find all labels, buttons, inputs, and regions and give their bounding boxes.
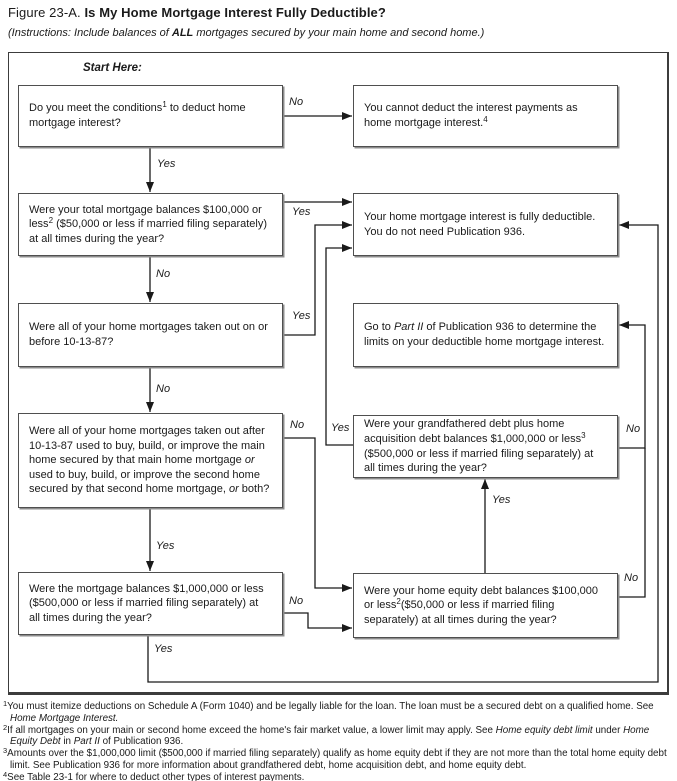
label-total-yes: Yes xyxy=(292,206,311,218)
label-grandfathered-no: No xyxy=(626,423,641,435)
start-here-label: Start Here: xyxy=(83,62,142,74)
label-conditions-no: No xyxy=(289,96,304,108)
box-question-million-balances: Were the mortgage balances $1,000,000 or… xyxy=(18,572,283,635)
label-million-no: No xyxy=(289,595,304,607)
label-total-no: No xyxy=(156,268,171,280)
footnote-1: 1You must itemize deductions on Schedule… xyxy=(3,699,654,724)
flowchart-frame xyxy=(8,52,669,695)
box-question-conditions: Do you meet the conditions1 to deduct ho… xyxy=(18,85,283,147)
footnote-2: 2If all mortgages on your main or second… xyxy=(3,722,650,748)
box-question-home-equity: Were your home equity debt balances $100… xyxy=(353,573,618,638)
box-question-home-equity-text: Were your home equity debt balances $100… xyxy=(364,584,599,626)
box-question-after-101387-text: Were all of your home mortgages taken ou… xyxy=(29,425,270,496)
label-before87-no: No xyxy=(156,383,171,395)
label-before87-yes: Yes xyxy=(292,310,311,322)
footnote-3: 3Amounts over the $1,000,000 limit ($500… xyxy=(3,746,667,771)
box-question-grandfathered-debt-text: Were your grandfathered debt plus home a… xyxy=(364,418,594,475)
box-go-to-part2: Go to Part II of Publication 936 to dete… xyxy=(353,303,618,367)
label-after87-no: No xyxy=(290,419,305,431)
box-cannot-deduct-text: You cannot deduct the interest payments … xyxy=(364,102,578,129)
box-question-conditions-text: Do you meet the conditions1 to deduct ho… xyxy=(29,100,246,129)
figure-instructions: (Instructions: Include balances of ALL m… xyxy=(8,27,485,39)
box-fully-deductible-text: Your home mortgage interest is fully ded… xyxy=(364,210,596,238)
box-question-million-balances-text: Were the mortgage balances $1,000,000 or… xyxy=(29,582,264,624)
figure-title: Figure 23-A. Is My Home Mortgage Interes… xyxy=(8,5,386,20)
box-question-before-101387: Were all of your home mortgages taken ou… xyxy=(18,303,283,367)
label-conditions-yes: Yes xyxy=(157,158,176,170)
box-go-to-part2-text: Go to Part II of Publication 936 to dete… xyxy=(364,321,605,348)
footnotes: 1You must itemize deductions on Schedule… xyxy=(3,699,672,781)
box-question-total-balances: Were your total mortgage balances $100,0… xyxy=(18,193,283,256)
box-question-total-balances-text: Were your total mortgage balances $100,0… xyxy=(29,203,267,245)
label-million-yes: Yes xyxy=(154,643,173,655)
box-question-grandfathered-debt: Were your grandfathered debt plus home a… xyxy=(353,415,618,478)
box-question-after-101387: Were all of your home mortgages taken ou… xyxy=(18,413,283,508)
box-fully-deductible: Your home mortgage interest is fully ded… xyxy=(353,193,618,256)
label-grandfathered-yes: Yes xyxy=(331,422,350,434)
box-cannot-deduct: You cannot deduct the interest payments … xyxy=(353,85,618,147)
footnote-4: 4See Table 23-1 for where to deduct othe… xyxy=(3,769,305,781)
label-homeequity-yes: Yes xyxy=(492,494,511,506)
box-question-before-101387-text: Were all of your home mortgages taken ou… xyxy=(29,321,268,348)
label-homeequity-no: No xyxy=(624,572,639,584)
label-after87-yes: Yes xyxy=(156,540,175,552)
